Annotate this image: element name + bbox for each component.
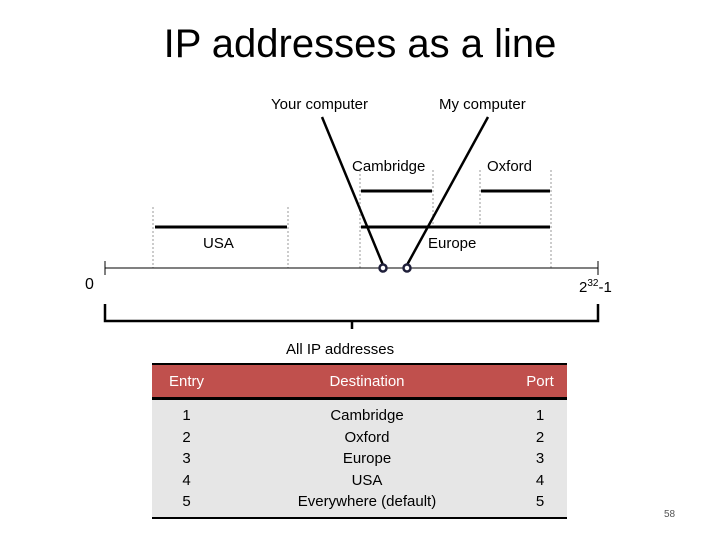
my-computer-pointer [405,116,490,266]
line-start-label: 0 [85,276,94,293]
entry-column: 1 2 3 4 5 [152,398,221,519]
entry-header: Entry [152,364,221,400]
destination-cell: Everywhere (default) [297,493,437,510]
range-bars [155,189,550,229]
destination-cell: Europe [342,450,392,467]
entry-cell: 5 [182,493,191,510]
cambridge-label: Cambridge [352,158,426,175]
table-body-row: 1 2 3 4 5 Cambridge Oxford Europe USA Ev… [152,398,567,519]
destination-cell: Oxford [344,428,390,446]
destination-cell: Cambridge [330,407,404,424]
your-computer-label: Your computer [271,96,369,113]
my-computer-label: My computer [439,96,526,113]
destination-header: Destination [221,364,513,400]
computer-pointers [320,116,490,266]
usa-label: USA [203,235,234,252]
range-boundaries [152,170,552,268]
port-column: 1 2 3 4 5 [513,398,567,519]
my-computer-marker [402,263,412,273]
port-cell: 5 [535,493,545,510]
entry-cell: 3 [182,450,191,467]
forwarding-table: Entry Destination Port 1 2 3 4 5 Cambrid… [152,363,567,519]
port-cell: 2 [535,428,545,446]
port-cell: 1 [535,407,545,424]
entry-cell: 2 [182,428,191,446]
your-computer-pointer [320,116,385,266]
computer-markers [378,263,412,273]
all-addresses-brace [103,304,600,329]
slide-title: IP addresses as a line [163,22,557,66]
your-computer-marker [378,263,388,273]
line-end-suffix: -1 [598,279,612,296]
line-end-label: 232-1 [579,278,612,296]
destination-column: Cambridge Oxford Europe USA Everywhere (… [221,398,513,519]
port-cell: 3 [535,450,545,467]
line-end-base: 2 [579,279,588,296]
oxford-label: Oxford [487,158,533,175]
line-end-exponent: 32 [587,278,599,289]
address-line [104,261,599,275]
page-number: 58 [664,509,676,520]
port-cell: 4 [535,471,545,489]
entry-cell: 4 [182,471,191,489]
table-header-row: Entry Destination Port [152,364,567,400]
port-header: Port [513,364,567,400]
destination-cell: USA [351,471,383,489]
entry-cell: 1 [182,407,191,424]
all-ip-label: All IP addresses [286,341,395,358]
europe-label: Europe [428,235,477,252]
